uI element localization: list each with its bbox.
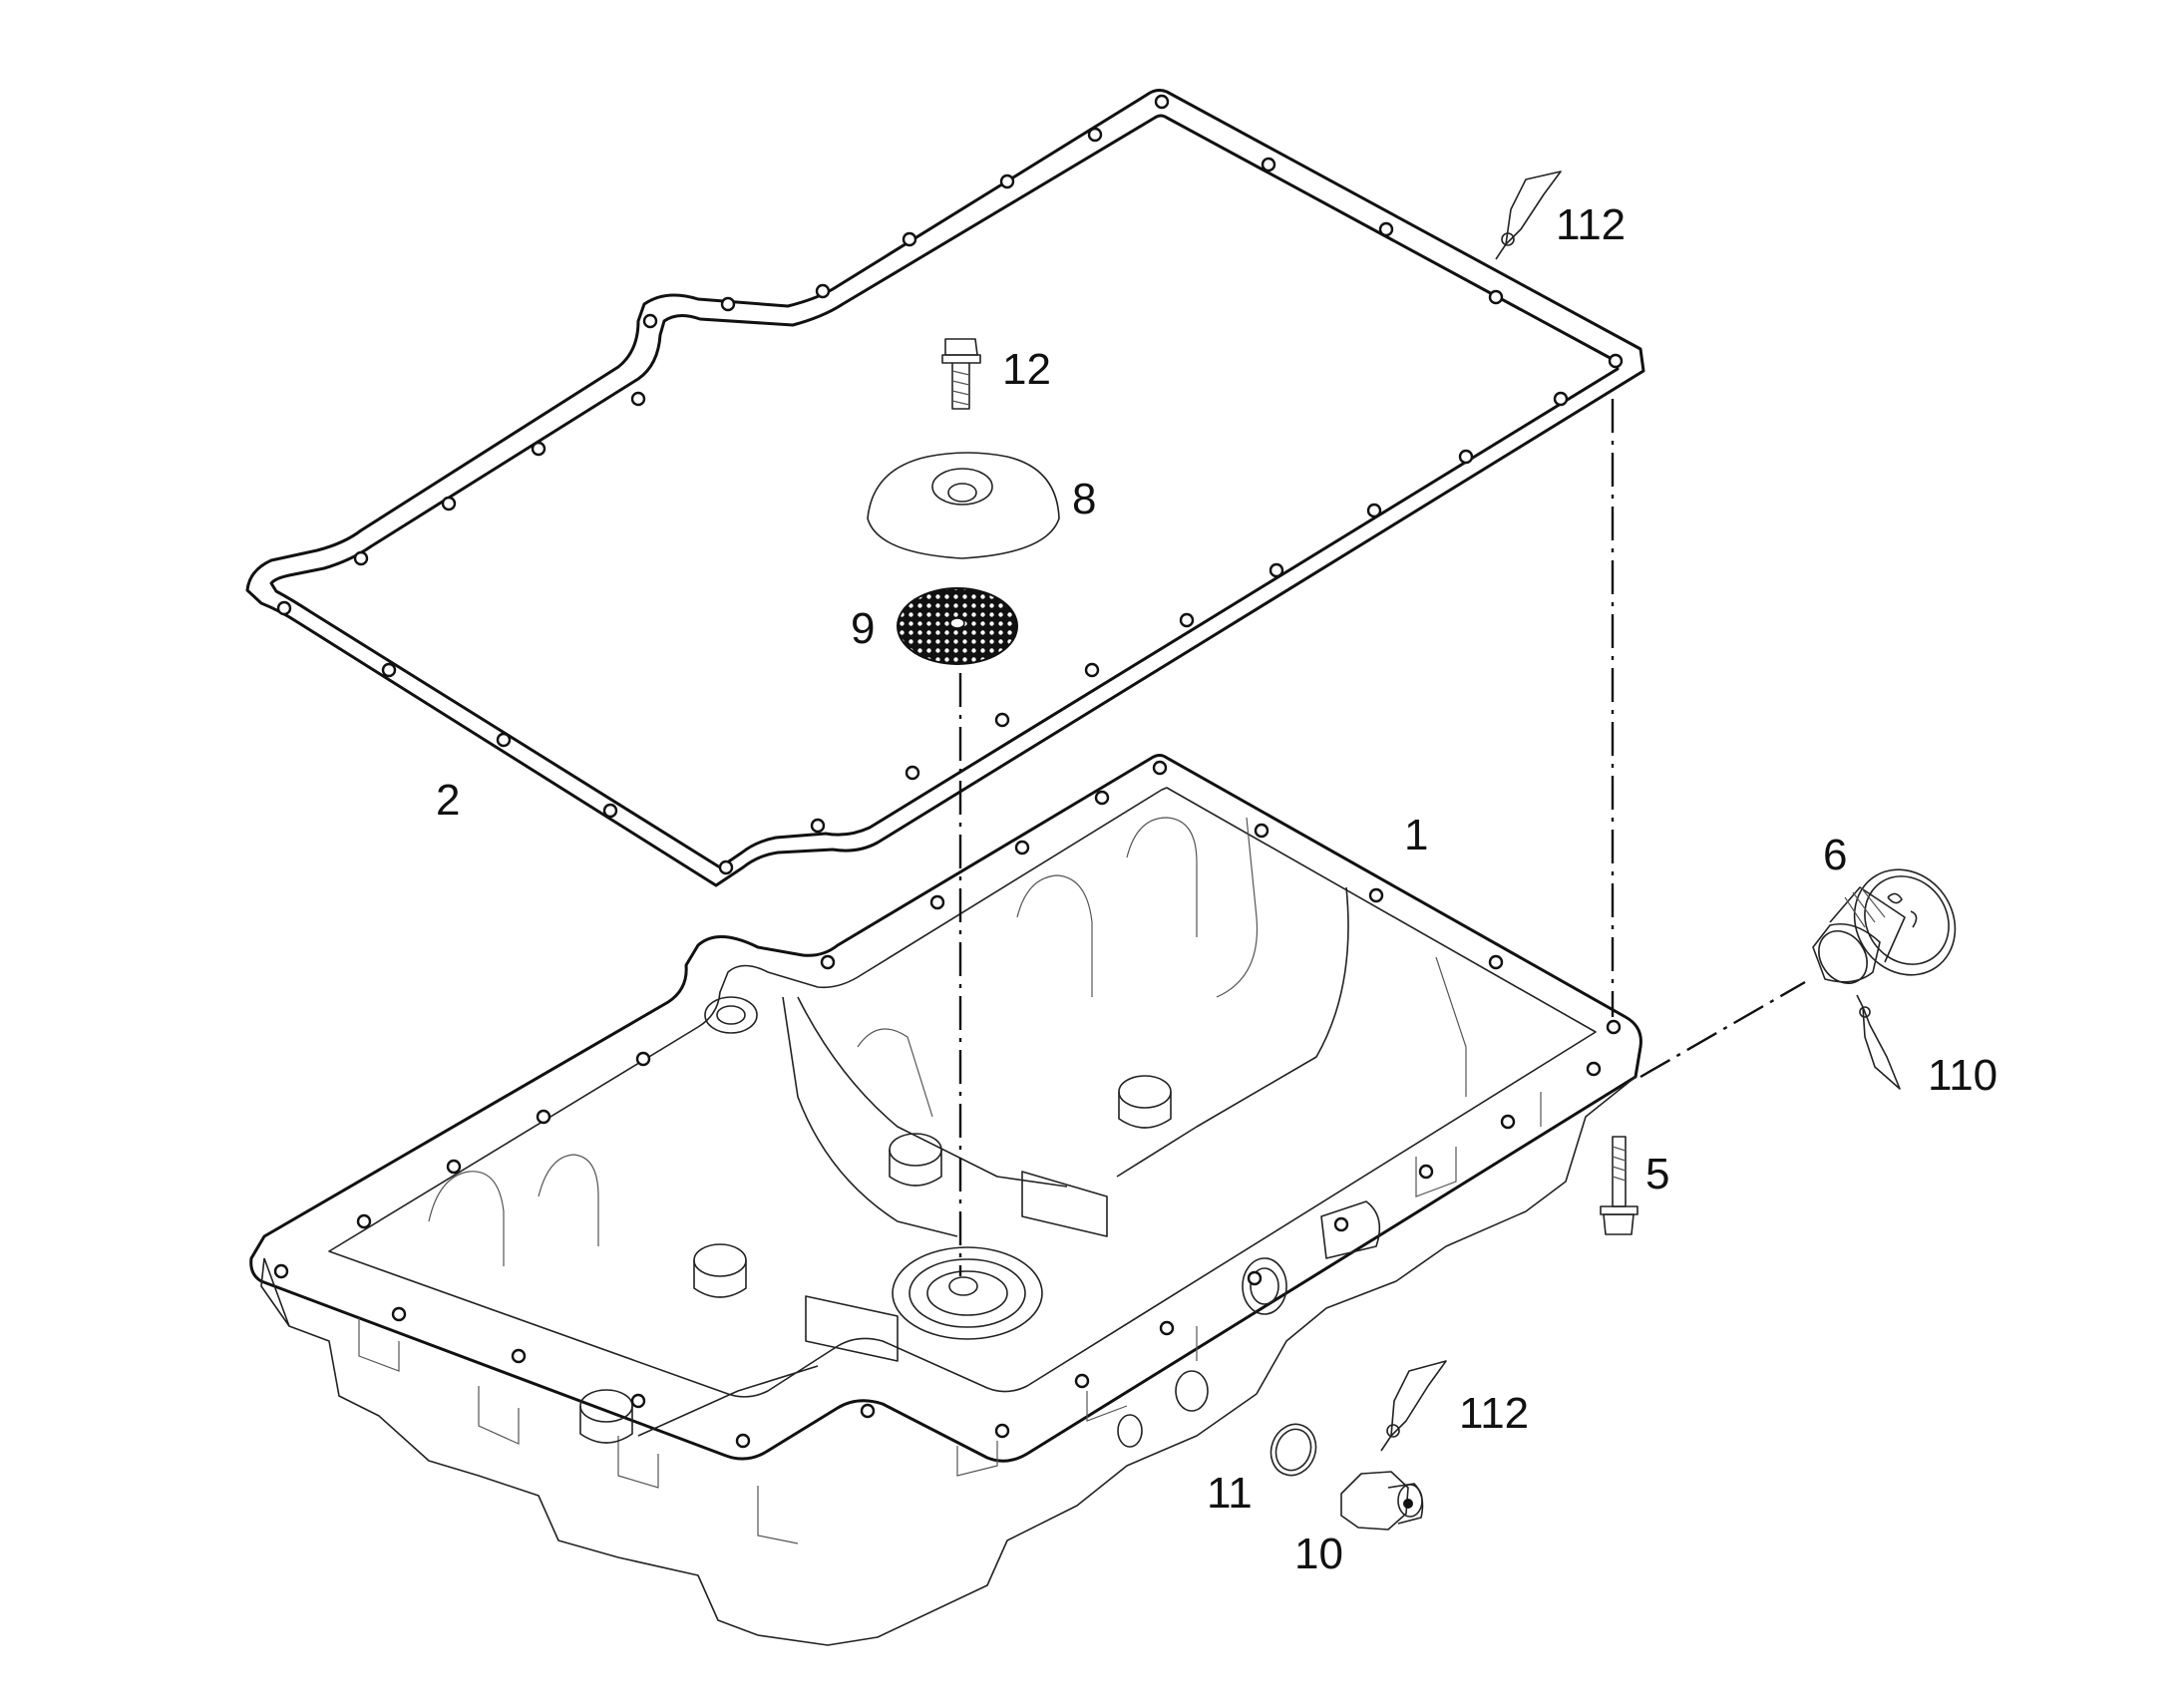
oil-filler-cap-6: [1812, 868, 1957, 984]
callout-110: 110: [1928, 1051, 1998, 1100]
oil-pan: [249, 754, 1642, 1646]
callout-8: 8: [1072, 475, 1096, 523]
callout-12: 12: [1002, 345, 1051, 394]
drain-plug-10: [1340, 1471, 1424, 1531]
bolt-5: [1600, 1136, 1638, 1235]
o-ring-11: [1270, 1423, 1317, 1477]
sealant-tube-112-bottom: [1380, 1360, 1447, 1452]
bolt-12: [941, 338, 981, 410]
sealant-tube-110: [1856, 994, 1901, 1090]
callout-10: 10: [1294, 1530, 1343, 1578]
gasket-bolt-holes: [276, 94, 1624, 875]
callout-11: 11: [1207, 1469, 1253, 1518]
oil-strainer-screen-9: [897, 587, 1018, 665]
callout-112-bottom: 112: [1459, 1389, 1529, 1438]
assembly-centerlines: [958, 399, 1806, 1276]
oil-pan-gasket: [245, 89, 1645, 887]
callout-5: 5: [1645, 1150, 1669, 1198]
callout-6: 6: [1823, 831, 1847, 879]
callout-labels: 112 12 8 9 2 1 6 110 5 112 11 10: [436, 200, 1998, 1578]
callout-112-top: 112: [1556, 200, 1626, 249]
callout-1: 1: [1404, 811, 1428, 859]
callout-2: 2: [436, 776, 460, 825]
baffle-disk-8: [867, 452, 1060, 559]
sealant-tube-112-top: [1495, 171, 1562, 260]
callout-9: 9: [851, 604, 875, 653]
pan-bolt-holes: [273, 760, 1622, 1449]
